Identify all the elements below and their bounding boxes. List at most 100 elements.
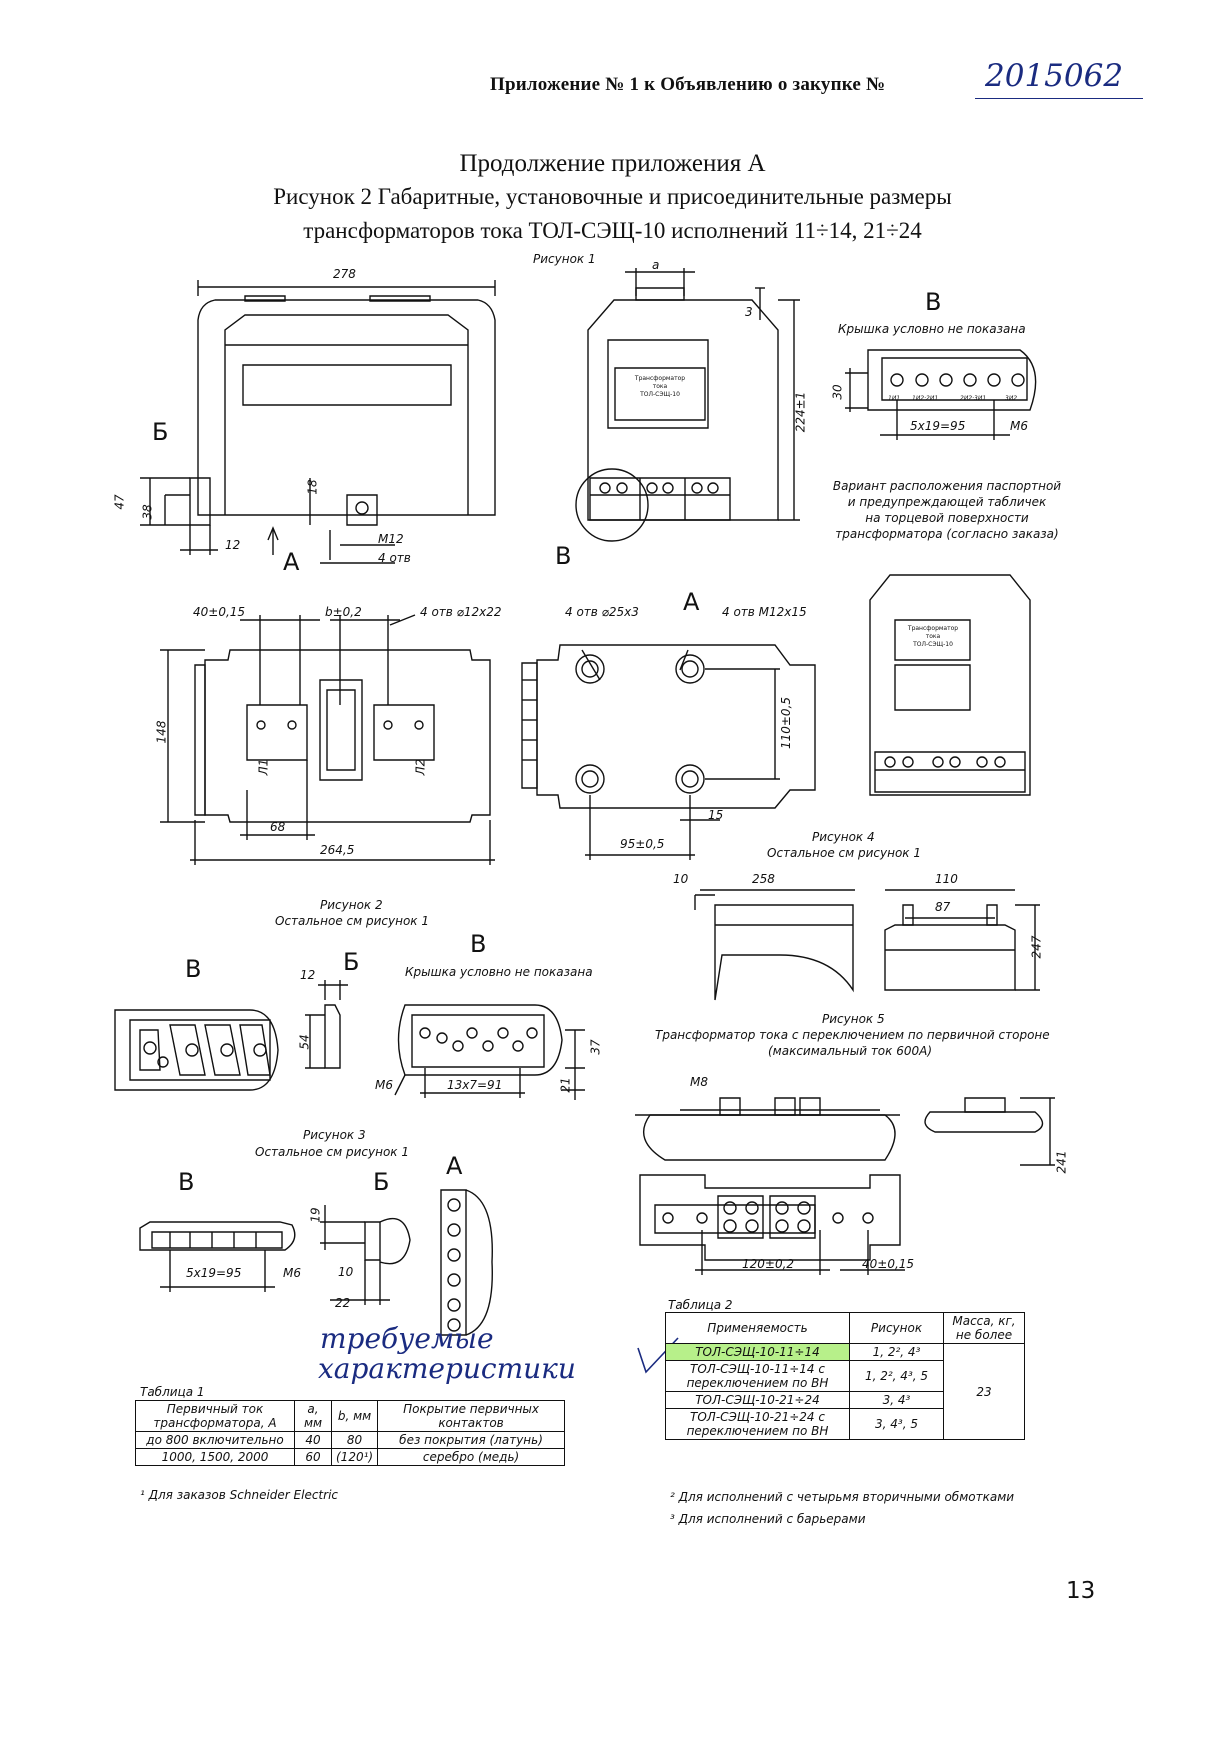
- table-cell: 1, 2², 4³: [849, 1343, 944, 1361]
- dim-10: 10: [673, 872, 689, 886]
- view-a-arrow-label: A: [283, 548, 300, 576]
- table-cell: 3, 4³: [849, 1391, 944, 1409]
- table-row: до 800 включительно 40 80 без покрытия (…: [135, 1431, 565, 1449]
- dim-47: 47: [112, 494, 127, 510]
- table-cell: ТОЛ-СЭЩ-10-21÷24: [665, 1391, 850, 1409]
- terminal-label: 2И2·3И1: [960, 395, 987, 402]
- dim-38: 38: [140, 504, 155, 520]
- terminal-label: 1И2·2И1: [912, 395, 939, 402]
- table-cell: без покрытия (латунь): [377, 1431, 565, 1449]
- dim-110: 110±0,5: [779, 696, 794, 750]
- table1: Первичный ток трансформатора, А a, мм b,…: [135, 1400, 565, 1466]
- table-cell: 1000, 1500, 2000: [135, 1448, 295, 1466]
- dim-a: a: [652, 258, 660, 272]
- dim-247: 247: [1029, 935, 1044, 959]
- table-cell: 3, 4³, 5: [849, 1408, 944, 1440]
- table2-footnote-1: ² Для исполнений с четырьмя вторичными о…: [670, 1490, 1015, 1504]
- fig2-view-v: В: [185, 955, 202, 983]
- figure4-caption: Рисунок 4: [812, 830, 875, 844]
- figure5-note-1: Трансформатор тока с переключением по пе…: [655, 1028, 1050, 1042]
- dim-37: 37: [588, 1039, 603, 1055]
- dim-21: 21: [558, 1077, 573, 1093]
- handwritten-note-1: требуемые: [320, 1322, 494, 1355]
- table-cell: 40: [294, 1431, 332, 1449]
- fig2-view-b: Б: [343, 948, 360, 976]
- figure3-note: Остальное см рисунок 1: [255, 1145, 409, 1159]
- dim-5x19: 5x19=95: [910, 419, 966, 433]
- dim-40: 40±0,15: [193, 605, 246, 619]
- end-plate: Трансформатор тока ТОЛ-СЭЩ-10: [907, 625, 959, 648]
- dim-148: 148: [154, 720, 169, 744]
- dim-110: 110: [935, 872, 958, 886]
- fig3-view-a: A: [446, 1152, 463, 1180]
- dim-120: 120±0,2: [742, 1257, 795, 1271]
- dim-54: 54: [297, 1034, 312, 1050]
- table-cell: 80: [330, 1431, 379, 1449]
- dim-12: 12: [225, 538, 241, 552]
- dim-holes-m12x15: 4 отв M12x15: [722, 605, 807, 619]
- dim-m8: M8: [690, 1075, 708, 1089]
- figure5-caption: Рисунок 5: [822, 1012, 885, 1026]
- view-v-label: В: [925, 288, 942, 316]
- figure3-caption: Рисунок 3: [303, 1128, 366, 1142]
- terminal-label: 1И1: [888, 395, 901, 402]
- table-cell: до 800 включительно: [135, 1431, 295, 1449]
- figure5-note-2: (максимальный ток 600А): [768, 1044, 933, 1058]
- dim-30: 30: [830, 384, 845, 400]
- dim-12: 12: [300, 968, 316, 982]
- figure-title: Рисунок 2 Габаритные, установочные и при…: [273, 184, 952, 209]
- dim-holes-12x22: 4 отв ⌀12x22: [420, 605, 502, 619]
- dim-15: 15: [708, 808, 724, 822]
- table-row: ТОЛ-СЭЩ-10-21÷24 3, 4³: [665, 1391, 1025, 1409]
- dim-3: 3: [745, 305, 753, 319]
- table-cell-highlighted: ТОЛ-СЭЩ-10-11÷14: [665, 1343, 850, 1361]
- table-cell: ТОЛ-СЭЩ-10-11÷14 с переключением по ВН: [665, 1360, 850, 1392]
- table-cell: 1, 2², 4³, 5: [849, 1360, 944, 1392]
- fig3-view-b: Б: [373, 1168, 390, 1196]
- dim-22: 22: [335, 1296, 351, 1310]
- dim-95: 95±0,5: [620, 837, 665, 851]
- dim-4-holes: 4 отв: [378, 551, 411, 565]
- table-row: ТОЛ-СЭЩ-10-21÷24 с переключением по ВН 3…: [665, 1408, 1025, 1440]
- table-header: Покрытие первичных контактов: [377, 1400, 565, 1432]
- table-row: ТОЛ-СЭЩ-10-11÷14 с переключением по ВН 1…: [665, 1360, 1025, 1392]
- figure4-note: Остальное см рисунок 1: [767, 846, 921, 860]
- table-header: b, мм: [330, 1400, 379, 1432]
- figure-subtitle: трансформаторов тока ТОЛ-СЭЩ-10 исполнен…: [303, 218, 922, 243]
- dim-m6: M6: [283, 1266, 301, 1280]
- figure1-caption: Рисунок 1: [533, 252, 596, 266]
- dim-87: 87: [935, 900, 951, 914]
- view-b-label: Б: [152, 418, 169, 446]
- dim-264: 264,5: [320, 843, 355, 857]
- terminal-label: 3И2: [1005, 395, 1018, 402]
- table-row: 1000, 1500, 2000 60 (120¹) серебро (медь…: [135, 1448, 565, 1466]
- page-number: 13: [1066, 1578, 1096, 1604]
- table2-caption: Таблица 2: [668, 1298, 733, 1312]
- table-cell-mass: 23: [943, 1343, 1025, 1440]
- dim-10: 10: [338, 1265, 354, 1279]
- figure2-caption: Рисунок 2: [320, 898, 383, 912]
- table-header: a, мм: [294, 1400, 332, 1432]
- table1-caption: Таблица 1: [140, 1385, 205, 1399]
- table-header: Масса, кг, не более: [943, 1312, 1025, 1344]
- purchase-number-line: [975, 58, 1143, 99]
- table2-footnote-2: ³ Для исполнений с барьерами: [670, 1512, 866, 1526]
- table-header: Применяемость: [665, 1312, 850, 1344]
- label-l1: Л1: [256, 758, 271, 776]
- table1-footnote: ¹ Для заказов Schneider Electric: [140, 1488, 339, 1502]
- table-cell: серебро (медь): [377, 1448, 565, 1466]
- view-a-label: A: [683, 588, 700, 616]
- table-row: ТОЛ-СЭЩ-10-11÷14 1, 2², 4³ 23: [665, 1343, 1025, 1440]
- dim-278: 278: [333, 267, 356, 281]
- page-header: Приложение № 1 к Объявлению о закупке №: [490, 74, 886, 95]
- fig2-view-v-top: В: [470, 930, 487, 958]
- nameplate: Трансформатор тока ТОЛ-СЭЩ-10: [634, 375, 686, 398]
- dim-40: 40±0,15: [862, 1257, 915, 1271]
- variant-note: Вариант расположения паспортной и предуп…: [832, 479, 1062, 541]
- purchase-number: 2015062: [985, 58, 1124, 94]
- figure2-note: Остальное см рисунок 1: [275, 914, 429, 928]
- dim-19: 19: [308, 1207, 323, 1223]
- dim-b: b±0,2: [325, 605, 362, 619]
- dim-241: 241: [1054, 1150, 1069, 1174]
